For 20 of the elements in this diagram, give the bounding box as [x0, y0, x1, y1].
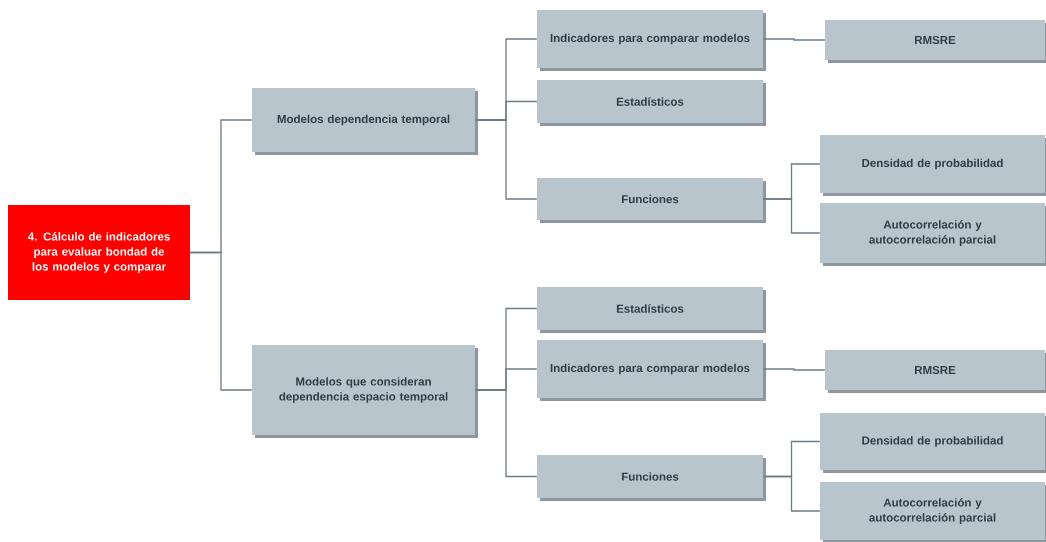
category-box: RMSRE: [825, 350, 1046, 393]
category-box: Funciones: [537, 178, 766, 223]
connector-line: [762, 475, 821, 512]
category-box: Estadísticos: [537, 287, 766, 333]
connector-line: [762, 198, 821, 234]
connector-line: [762, 368, 826, 371]
category-box: Estadísticos: [537, 80, 766, 126]
category-box: Autocorrelación y autocorrelación parcial: [820, 203, 1046, 266]
category-box: Modelos que consideran dependencia espacio temporal: [252, 345, 478, 438]
connector-line: [762, 38, 826, 41]
connector-line: [189, 251, 253, 391]
category-box: Densidad de probabilidad: [820, 135, 1046, 196]
category-box: Densidad de probabilidad: [820, 413, 1046, 473]
category-box: Autocorrelación y autocorrelación parcial: [820, 482, 1046, 542]
category-box: RMSRE: [825, 20, 1046, 63]
category-box: Modelos dependencia temporal: [252, 88, 478, 155]
title-box: 4. Cálculo de indicadores para evaluar bondad de los modelos y comparar: [8, 205, 190, 300]
category-box: Indicadores para comparar modelos: [537, 10, 766, 71]
category-box: Indicadores para comparar modelos: [537, 340, 766, 401]
category-box: Funciones: [537, 455, 766, 501]
